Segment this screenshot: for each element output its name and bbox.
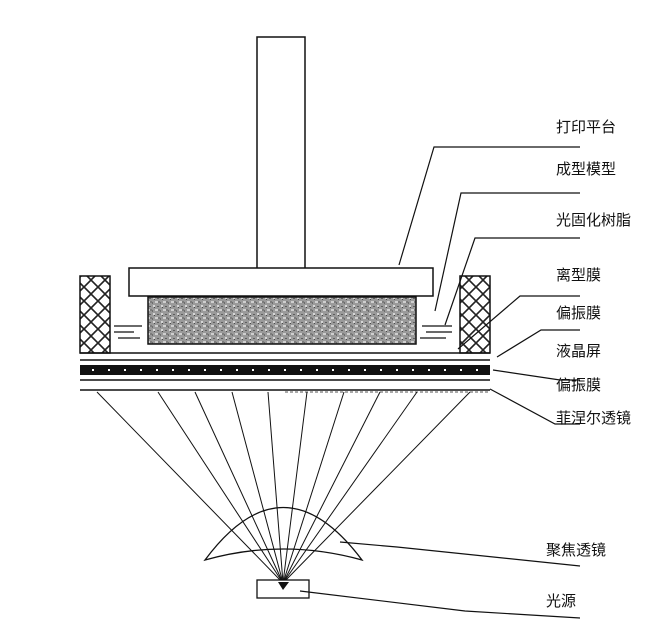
lcd-pixel: [172, 369, 174, 371]
lcd-pixel: [476, 369, 478, 371]
lcd-pixel: [364, 369, 366, 371]
vat-wall-right: [459, 275, 491, 354]
lcd-pixel: [236, 369, 238, 371]
lcd-pixel: [316, 369, 318, 371]
lcd-pixel: [380, 369, 382, 371]
lcd-pixel: [252, 369, 254, 371]
lcd-pixel: [396, 369, 398, 371]
lcd-pixels: [92, 369, 478, 371]
label-lcd: 液晶屏: [556, 342, 602, 360]
lcd-pixel: [92, 369, 94, 371]
lcd-pixel: [268, 369, 270, 371]
label-polarizer-bottom: 偏振膜: [556, 376, 602, 394]
lcd-pixel: [204, 369, 206, 371]
condenser-lens: [203, 506, 364, 562]
lcd-pixel: [188, 369, 190, 371]
lcd-pixel: [460, 369, 462, 371]
lcd-pixel: [300, 369, 302, 371]
lcd-pixel: [428, 369, 430, 371]
label-print-platform: 打印平台: [556, 118, 617, 136]
label-condenser: 聚焦透镜: [546, 541, 607, 559]
label-fresnel: 菲涅尔透镜: [556, 409, 632, 427]
resin-lines-right: [420, 325, 452, 339]
light-rays: [96, 391, 471, 584]
lcd-pixel: [412, 369, 414, 371]
lcd-pixel: [332, 369, 334, 371]
label-light-source: 光源: [546, 592, 577, 610]
print-platform: [128, 267, 434, 297]
vat-wall-left: [79, 275, 111, 354]
light-source-point: [278, 582, 289, 590]
resin-lines-left: [114, 325, 142, 339]
lcd-pixel: [348, 369, 350, 371]
lcd-pixel: [284, 369, 286, 371]
z-axis-column: [256, 36, 306, 270]
molded-model: [147, 296, 417, 345]
label-release-film: 离型膜: [556, 266, 602, 284]
lcd-pixel: [108, 369, 110, 371]
lcd-pixel: [444, 369, 446, 371]
label-polarizer-top: 偏振膜: [556, 304, 602, 322]
lcd-pixel: [124, 369, 126, 371]
lcd-pixel: [140, 369, 142, 371]
leader-lines: [299, 146, 581, 619]
lcd-pixel: [220, 369, 222, 371]
label-resin: 光固化树脂: [556, 211, 632, 229]
label-model: 成型模型: [556, 160, 617, 178]
lcd-pixel: [156, 369, 158, 371]
